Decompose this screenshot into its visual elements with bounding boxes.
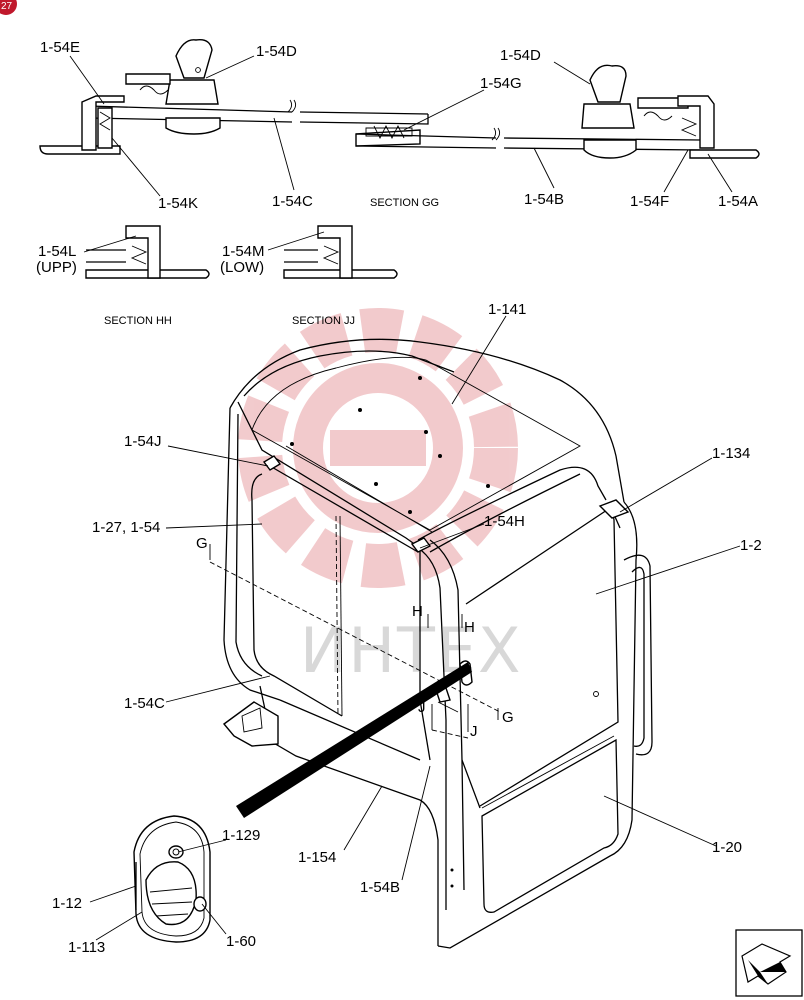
label-1-54J: 1-54J xyxy=(124,433,162,450)
label-1-54D-left: 1-54D xyxy=(256,43,297,60)
label-upp: (UPP) xyxy=(36,259,77,276)
leader-lines xyxy=(69,55,741,941)
next-page-arrow-icon[interactable] xyxy=(735,929,803,997)
watermark-text: ИНТЕХ xyxy=(300,614,523,687)
label-1-54L: 1-54L xyxy=(38,243,76,260)
part-labels: 1-54E 1-54D 1-54D 1-54G 1-54K 1-54C SECT… xyxy=(36,39,762,956)
label-1-20: 1-20 xyxy=(712,839,742,856)
label-1-129: 1-129 xyxy=(222,827,260,844)
label-1-54C-mid: 1-54C xyxy=(124,695,165,712)
section-hh-title: SECTION HH xyxy=(104,315,172,327)
label-1-54E: 1-54E xyxy=(40,39,80,56)
section-jj-title: SECTION JJ xyxy=(292,315,355,327)
cab-drawing xyxy=(209,338,653,949)
mirror-drawing xyxy=(133,815,211,943)
label-1-54C-top: 1-54C xyxy=(272,193,313,210)
label-1-54K: 1-54K xyxy=(158,195,198,212)
label-1-54M: 1-54M xyxy=(222,243,265,260)
label-G-left: G xyxy=(196,535,208,552)
section-gg-title: SECTION GG xyxy=(370,197,439,209)
label-1-54B-bot: 1-54B xyxy=(360,879,400,896)
label-J-2: J xyxy=(470,723,478,740)
label-G-right: G xyxy=(502,709,514,726)
pointer-wedge xyxy=(236,662,472,818)
page-badge-text: 27 xyxy=(1,1,13,12)
label-1-54B-top: 1-54B xyxy=(524,191,564,208)
section-hh-drawing xyxy=(85,225,210,279)
label-1-12: 1-12 xyxy=(52,895,82,912)
watermark-gear-icon xyxy=(238,308,518,588)
label-1-54F: 1-54F xyxy=(630,193,669,210)
page-badge: 27 xyxy=(0,0,17,15)
label-J-1: J xyxy=(418,699,426,716)
label-1-113: 1-113 xyxy=(68,939,105,956)
section-jj-drawing xyxy=(283,225,398,279)
label-low: (LOW) xyxy=(220,259,264,276)
label-1-27-1-54: 1-27, 1-54 xyxy=(92,519,160,536)
label-1-54A: 1-54A xyxy=(718,193,758,210)
label-1-2: 1-2 xyxy=(740,537,762,554)
label-H-2: H xyxy=(464,619,475,636)
label-1-134: 1-134 xyxy=(712,445,750,462)
label-H-1: H xyxy=(412,603,423,620)
label-1-54H: 1-54H xyxy=(484,513,525,530)
label-1-60: 1-60 xyxy=(226,933,256,950)
label-1-54G: 1-54G xyxy=(480,75,522,92)
section-gg-drawing xyxy=(39,39,760,159)
label-1-154: 1-154 xyxy=(298,849,336,866)
label-1-54D-right: 1-54D xyxy=(500,47,541,64)
label-1-141: 1-141 xyxy=(488,301,526,318)
